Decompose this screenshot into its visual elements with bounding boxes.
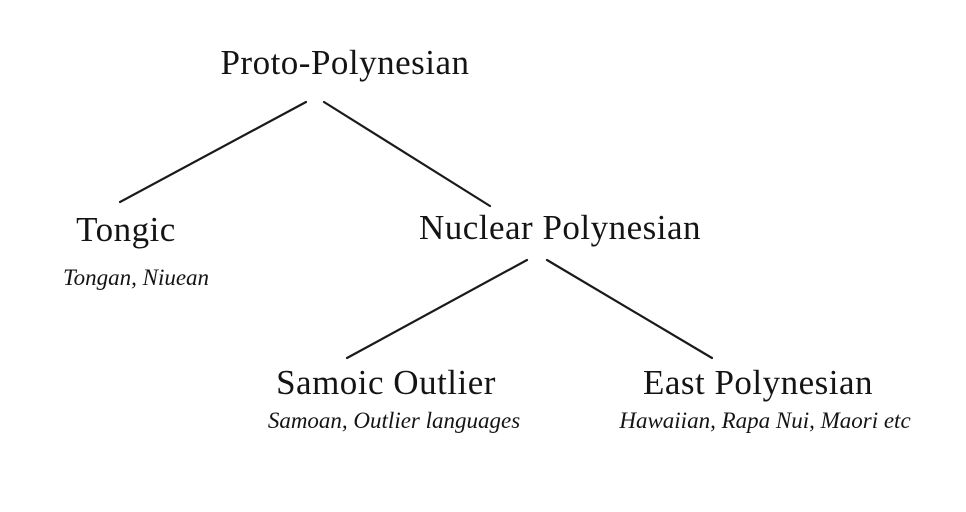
edge-proto-to-tongic	[118, 100, 308, 204]
node-tongic: Tongic	[76, 210, 176, 249]
node-samoic-outlier: Samoic Outlier	[276, 363, 496, 402]
edge-proto-to-nuclear	[322, 100, 492, 208]
node-tongic-languages: Tongan, Niuean	[62, 265, 210, 290]
node-proto-polynesian: Proto-Polynesian	[220, 43, 470, 82]
edge-nuclear-to-east	[545, 258, 714, 360]
node-samoic-outlier-languages: Samoan, Outlier languages	[267, 408, 521, 433]
node-nuclear-polynesian: Nuclear Polynesian	[418, 208, 702, 247]
edge-nuclear-to-samoic	[345, 258, 529, 360]
node-east-polynesian-languages: Hawaiian, Rapa Nui, Maori etc	[619, 408, 911, 433]
node-east-polynesian: East Polynesian	[642, 363, 874, 402]
